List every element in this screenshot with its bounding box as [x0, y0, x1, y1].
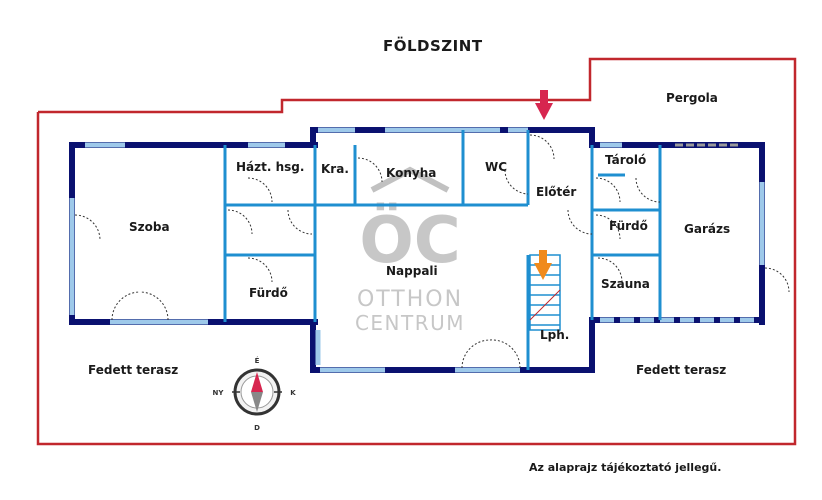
- compass: É D NY K: [213, 356, 297, 432]
- room-label-tarolo: Tároló: [605, 153, 647, 167]
- area-label-fedett-terasz-left: Fedett terasz: [88, 363, 179, 377]
- compass-east-label: K: [290, 389, 296, 397]
- room-label-furdo-left: Fürdő: [249, 286, 288, 300]
- room-label-lph: Lph.: [540, 328, 570, 342]
- logo-line2: CENTRUM: [355, 311, 465, 335]
- room-label-hazt-hsg: Házt. hsg.: [236, 160, 305, 174]
- room-label-garazs: Garázs: [684, 222, 731, 236]
- room-label-eloter: Előtér: [536, 185, 577, 199]
- door-swings: [74, 134, 790, 369]
- room-label-konyha: Konyha: [386, 166, 437, 180]
- windows: [69, 127, 765, 373]
- room-label-szoba: Szoba: [129, 220, 170, 234]
- logo-line1: OTTHON: [357, 287, 463, 312]
- compass-north-needle: [251, 372, 263, 392]
- compass-south-needle: [251, 392, 263, 412]
- room-label-szauna: Szauna: [601, 277, 650, 291]
- room-label-kra: Kra.: [321, 162, 349, 176]
- compass-west-label: NY: [213, 389, 225, 397]
- disclaimer-note: Az alaprajz tájékoztató jellegű.: [529, 461, 722, 474]
- floor-title: FÖLDSZINT: [383, 37, 483, 55]
- otthon-centrum-logo: ÖC OTTHON CENTRUM: [355, 166, 465, 335]
- entrance-arrow: [535, 90, 553, 120]
- stair-arrow: [534, 250, 552, 280]
- room-label-wc: WC: [485, 160, 508, 174]
- compass-north-label: É: [255, 356, 260, 365]
- area-label-pergola: Pergola: [666, 91, 718, 105]
- inner-walls: [223, 130, 662, 370]
- room-label-nappali: Nappali: [386, 264, 438, 278]
- area-label-fedett-terasz-right: Fedett terasz: [636, 363, 727, 377]
- compass-south-label: D: [254, 424, 260, 432]
- plot-boundary: [36, 57, 797, 446]
- logo-mark: ÖC: [359, 202, 460, 278]
- room-label-furdo-right: Fürdő: [609, 219, 648, 233]
